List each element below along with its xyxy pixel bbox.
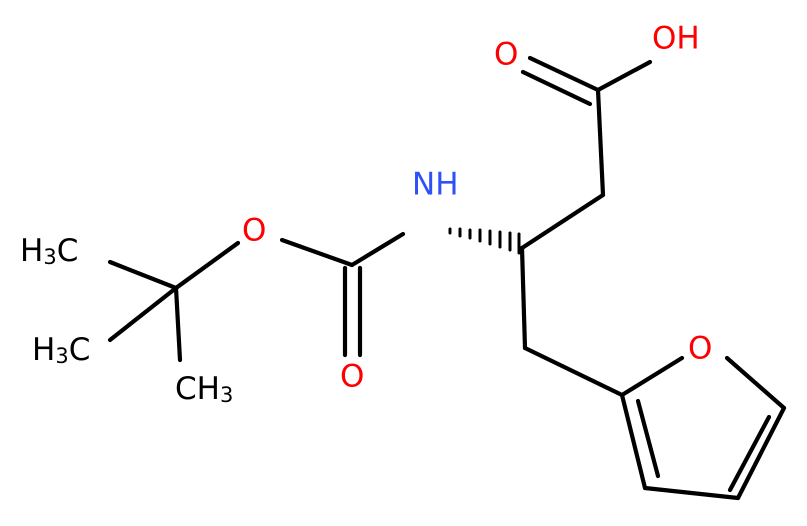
bond-carbonyl-ester-o — [279, 237, 355, 268]
bond-tbu-methyl-bottom — [173, 285, 183, 363]
bond-tbu-methyl-left — [107, 285, 179, 343]
bond-furan-c4-c3 — [642, 485, 741, 501]
bond-ch2-chiral — [519, 192, 606, 251]
bond-ch2-furan — [522, 345, 625, 398]
acid-carbonyl-oxygen-label: O — [494, 37, 518, 73]
bond-furan-c3-c2-b — [635, 398, 661, 479]
carbamate-oxygen-label: O — [340, 359, 364, 395]
methyl-left-label: H3C — [32, 332, 90, 369]
bond-ester-o-tbu — [173, 240, 241, 291]
bond-c-o-double-a — [527, 55, 601, 93]
bond-c-oh — [595, 59, 653, 93]
stereo-hash-bond — [448, 227, 521, 255]
bond-furan-c5-c4-b — [727, 414, 772, 493]
bond-tbu-methyl-top — [107, 259, 179, 291]
methyl-bottom-label: CH3 — [175, 371, 233, 408]
bond-chiral-ch2 — [519, 245, 528, 351]
bond-acid-ch2 — [595, 87, 606, 198]
methyl-top-label: H3C — [20, 233, 78, 270]
bond-furan-c5-c4-a — [735, 405, 787, 501]
bond-furan-c3-c2-a — [619, 392, 648, 491]
amine-label: NH — [412, 167, 459, 203]
furan-oxygen-label: O — [688, 331, 712, 367]
hydroxyl-label: OH — [652, 21, 700, 57]
bond-furan-c2-o — [619, 355, 685, 398]
bond-furan-o-c5 — [724, 355, 787, 411]
bond-c-o-double-b — [520, 69, 593, 107]
bond-n-carbonyl — [349, 231, 406, 268]
ester-oxygen-label: O — [242, 213, 266, 249]
